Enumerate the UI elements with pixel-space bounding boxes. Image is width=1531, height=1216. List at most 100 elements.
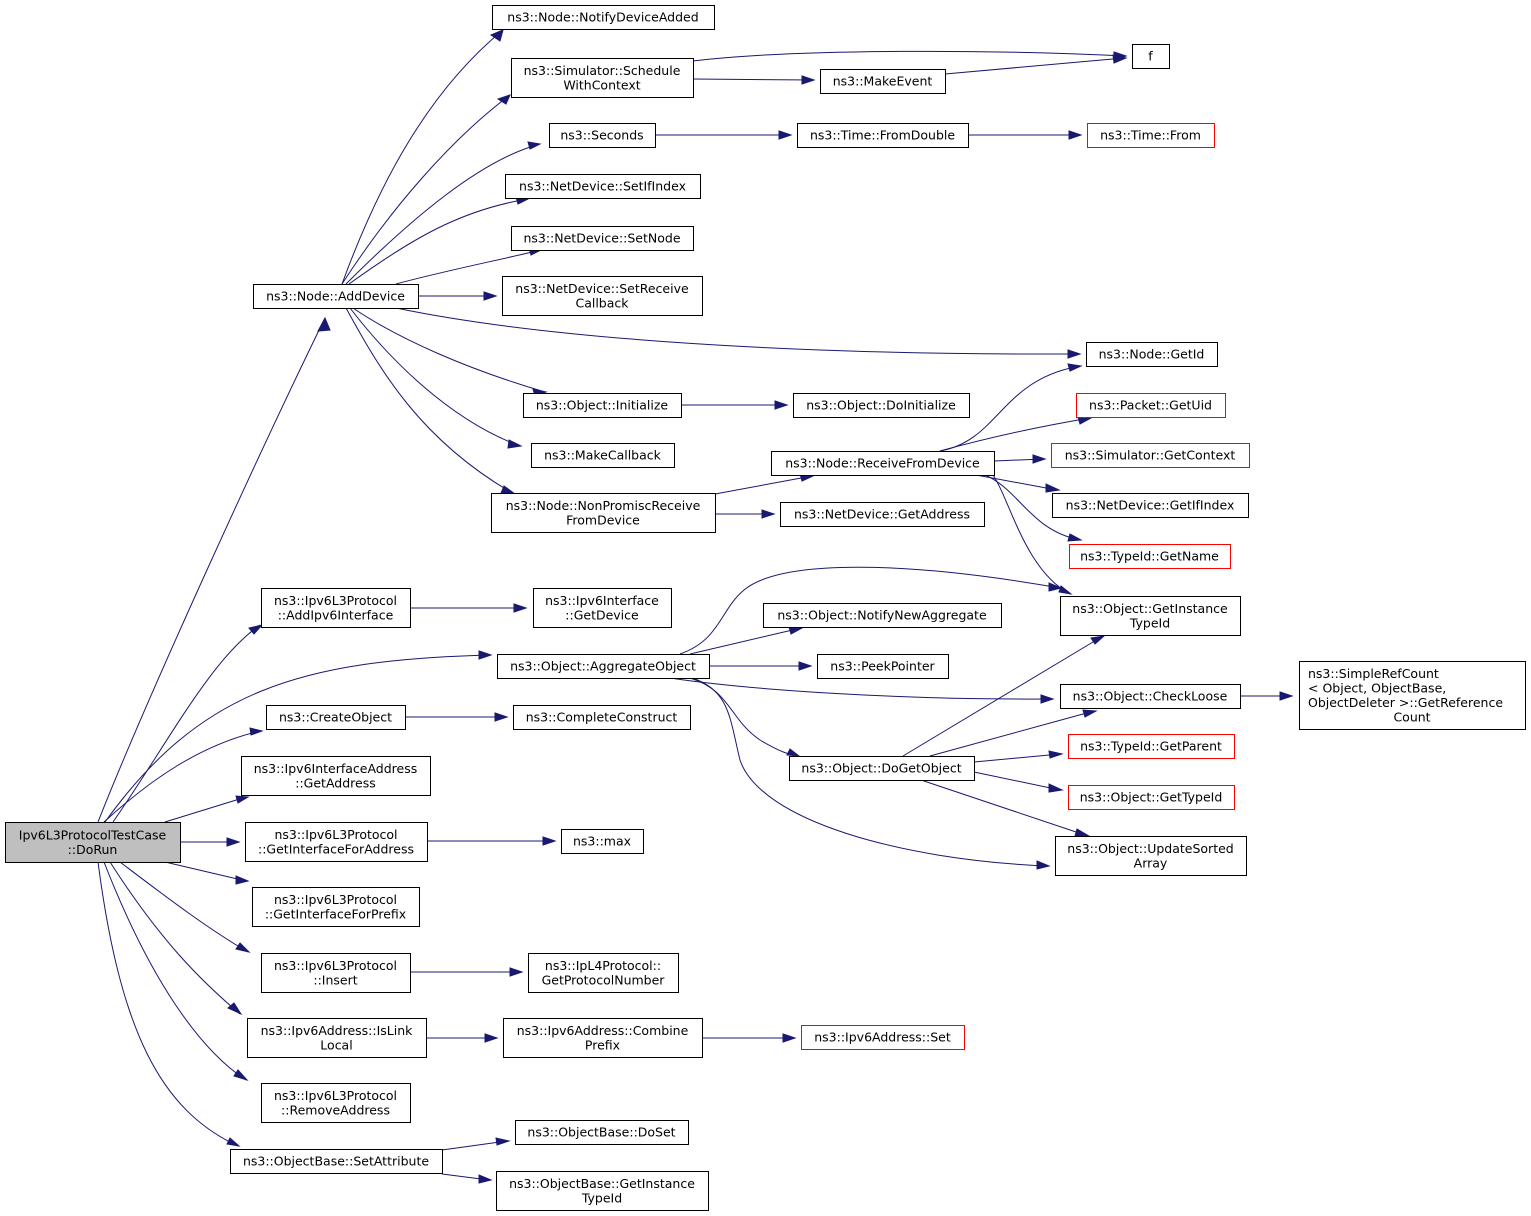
node-simctx[interactable]: ns3::Simulator::GetContext bbox=[1051, 443, 1250, 468]
node-box[interactable] bbox=[533, 588, 672, 628]
node-packetuid[interactable]: ns3::Packet::GetUid bbox=[1076, 393, 1226, 418]
node-getifforaddr[interactable]: ns3::Ipv6L3Protocol::GetInterfaceForAddr… bbox=[245, 822, 428, 862]
node-box[interactable] bbox=[801, 1025, 965, 1050]
node-box[interactable] bbox=[549, 123, 656, 148]
node-box[interactable] bbox=[561, 829, 644, 854]
node-box[interactable] bbox=[496, 1171, 709, 1211]
node-box[interactable] bbox=[1132, 44, 1170, 69]
node-ipv6ifgetdev[interactable]: ns3::Ipv6Interface::GetDevice bbox=[533, 588, 672, 628]
node-typeidparent[interactable]: ns3::TypeId::GetParent bbox=[1068, 734, 1235, 759]
node-box[interactable] bbox=[513, 705, 691, 730]
node-box[interactable] bbox=[497, 654, 710, 679]
node-setifindex[interactable]: ns3::NetDevice::SetIfIndex bbox=[505, 174, 701, 199]
node-box[interactable] bbox=[1068, 785, 1235, 810]
node-objinit[interactable]: ns3::Object::Initialize bbox=[523, 393, 682, 418]
node-box[interactable] bbox=[763, 603, 1002, 628]
node-box[interactable] bbox=[1055, 836, 1247, 876]
node-removeaddr[interactable]: ns3::Ipv6L3Protocol::RemoveAddress bbox=[261, 1083, 411, 1123]
node-getifforprefix[interactable]: ns3::Ipv6L3Protocol::GetInterfaceForPref… bbox=[252, 887, 420, 927]
node-box[interactable] bbox=[1052, 493, 1249, 518]
node-seconds[interactable]: ns3::Seconds bbox=[549, 123, 656, 148]
node-box[interactable] bbox=[492, 5, 715, 30]
node-box[interactable] bbox=[1068, 734, 1235, 759]
node-recvfromdev[interactable]: ns3::Node::ReceiveFromDevice bbox=[771, 451, 995, 476]
node-nodegetid[interactable]: ns3::Node::GetId bbox=[1086, 342, 1218, 367]
node-objgettid[interactable]: ns3::Object::GetTypeId bbox=[1068, 785, 1235, 810]
node-box[interactable] bbox=[502, 276, 703, 316]
node-box[interactable] bbox=[1060, 684, 1241, 709]
root-node-box[interactable] bbox=[5, 822, 181, 863]
node-box[interactable] bbox=[261, 588, 411, 628]
node-box[interactable] bbox=[505, 174, 701, 199]
node-makecb[interactable]: ns3::MakeCallback bbox=[531, 443, 675, 468]
node-notifynewagg[interactable]: ns3::Object::NotifyNewAggregate bbox=[763, 603, 1002, 628]
node-box[interactable] bbox=[817, 654, 949, 679]
node-root[interactable]: Ipv6L3ProtocolTestCase::DoRun bbox=[5, 822, 181, 863]
node-doset[interactable]: ns3::ObjectBase::DoSet bbox=[515, 1120, 689, 1145]
node-box[interactable] bbox=[780, 502, 985, 527]
node-box[interactable] bbox=[771, 451, 995, 476]
node-box[interactable] bbox=[511, 226, 694, 251]
node-box[interactable] bbox=[266, 705, 406, 730]
node-createobj[interactable]: ns3::CreateObject bbox=[266, 705, 406, 730]
node-timefrom[interactable]: ns3::Time::From bbox=[1087, 123, 1215, 148]
node-addipv6if[interactable]: ns3::Ipv6L3Protocol::AddIpv6Interface bbox=[261, 588, 411, 628]
node-makeevent[interactable]: ns3::MakeEvent bbox=[820, 69, 946, 94]
node-box[interactable] bbox=[503, 1018, 703, 1058]
node-box[interactable] bbox=[1087, 123, 1215, 148]
node-box[interactable] bbox=[247, 1018, 427, 1058]
node-box[interactable] bbox=[523, 393, 682, 418]
node-simplerefcount[interactable]: ns3::SimpleRefCount< Object, ObjectBase,… bbox=[1299, 661, 1526, 730]
node-ndgetaddr[interactable]: ns3::NetDevice::GetAddress bbox=[780, 502, 985, 527]
node-f[interactable]: f bbox=[1132, 44, 1170, 69]
node-box[interactable] bbox=[261, 953, 411, 993]
node-notifydev[interactable]: ns3::Node::NotifyDeviceAdded bbox=[492, 5, 715, 30]
node-box[interactable] bbox=[245, 822, 428, 862]
node-box[interactable] bbox=[230, 1149, 443, 1174]
node-box[interactable] bbox=[789, 756, 975, 781]
node-box[interactable] bbox=[1299, 661, 1526, 730]
node-box[interactable] bbox=[797, 123, 969, 148]
node-getprotonum[interactable]: ns3::IpL4Protocol::GetProtocolNumber bbox=[528, 953, 679, 993]
node-typeidname[interactable]: ns3::TypeId::GetName bbox=[1069, 544, 1231, 569]
node-box[interactable] bbox=[261, 1083, 411, 1123]
node-box[interactable] bbox=[820, 69, 946, 94]
node-adddevice[interactable]: ns3::Node::AddDevice bbox=[253, 284, 419, 309]
node-box[interactable] bbox=[1076, 393, 1226, 418]
node-box[interactable] bbox=[491, 493, 716, 533]
node-box[interactable] bbox=[1069, 544, 1231, 569]
node-ipv6ifaddrgetaddr[interactable]: ns3::Ipv6InterfaceAddress::GetAddress bbox=[241, 756, 431, 796]
node-doinit[interactable]: ns3::Object::DoInitialize bbox=[793, 393, 970, 418]
node-fromdouble[interactable]: ns3::Time::FromDouble bbox=[797, 123, 969, 148]
node-box[interactable] bbox=[252, 887, 420, 927]
node-box[interactable] bbox=[531, 443, 675, 468]
node-box[interactable] bbox=[1051, 443, 1250, 468]
node-box[interactable] bbox=[511, 58, 694, 98]
node-completeconstruct[interactable]: ns3::CompleteConstruct bbox=[513, 705, 691, 730]
node-box[interactable] bbox=[241, 756, 431, 796]
node-dogetobj[interactable]: ns3::Object::DoGetObject bbox=[789, 756, 975, 781]
node-setattr[interactable]: ns3::ObjectBase::SetAttribute bbox=[230, 1149, 443, 1174]
node-box[interactable] bbox=[793, 393, 970, 418]
node-setnode[interactable]: ns3::NetDevice::SetNode bbox=[511, 226, 694, 251]
node-checkloose[interactable]: ns3::Object::CheckLoose bbox=[1060, 684, 1241, 709]
node-box[interactable] bbox=[1086, 342, 1218, 367]
node-max[interactable]: ns3::max bbox=[561, 829, 644, 854]
node-ipv6addrset[interactable]: ns3::Ipv6Address::Set bbox=[801, 1025, 965, 1050]
node-box[interactable] bbox=[253, 284, 419, 309]
node-ndgetifidx[interactable]: ns3::NetDevice::GetIfIndex bbox=[1052, 493, 1249, 518]
node-box[interactable] bbox=[515, 1120, 689, 1145]
node-box[interactable] bbox=[1060, 596, 1241, 636]
node-box[interactable] bbox=[528, 953, 679, 993]
node-peekptr[interactable]: ns3::PeekPointer bbox=[817, 654, 949, 679]
node-insert[interactable]: ns3::Ipv6L3Protocol::Insert bbox=[261, 953, 411, 993]
node-aggobj[interactable]: ns3::Object::AggregateObject bbox=[497, 654, 710, 679]
